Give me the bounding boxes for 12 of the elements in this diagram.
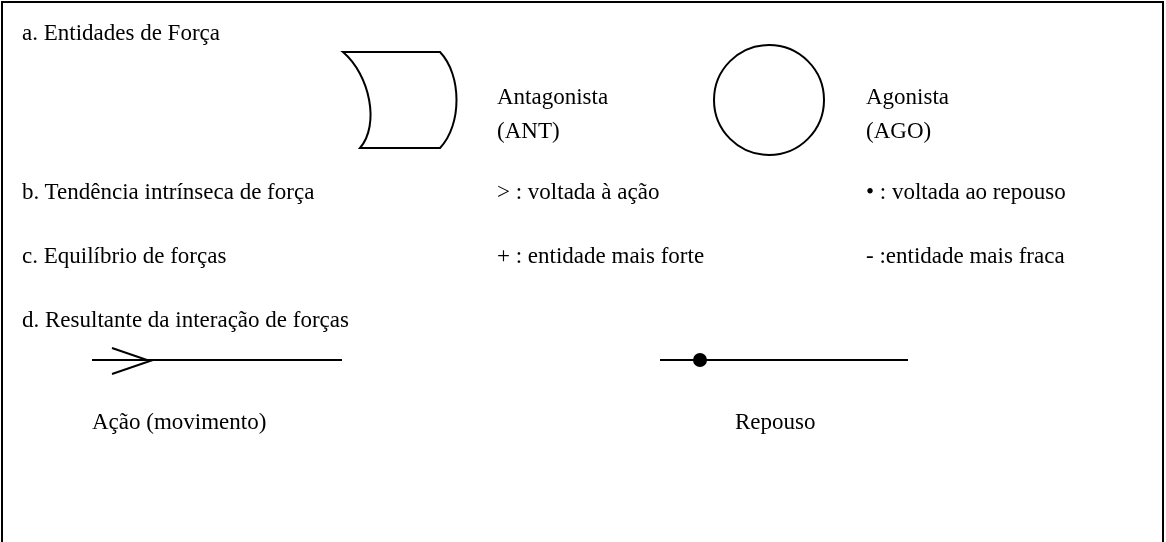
legend-text: + : entidade mais forte xyxy=(497,242,705,270)
section-heading: c. Equilíbrio de forças xyxy=(22,242,227,270)
section-heading: d. Resultante da interação de forças xyxy=(22,306,349,334)
legend-text: > : voltada à ação xyxy=(497,178,660,206)
section-heading: a. Entidades de Força xyxy=(22,19,220,47)
legend-text: Agonista (AGO) xyxy=(866,83,951,145)
legend-text: Ação (movimento) xyxy=(92,408,267,436)
section-heading: b. Tendência intrínseca de força xyxy=(22,178,315,206)
legend-text: Repouso xyxy=(735,408,816,436)
legend-text: • : voltada ao repouso xyxy=(866,178,1066,206)
legend-text: Antagonista (ANT) xyxy=(497,83,610,145)
legend-text: - :entidade mais fraca xyxy=(866,242,1065,270)
